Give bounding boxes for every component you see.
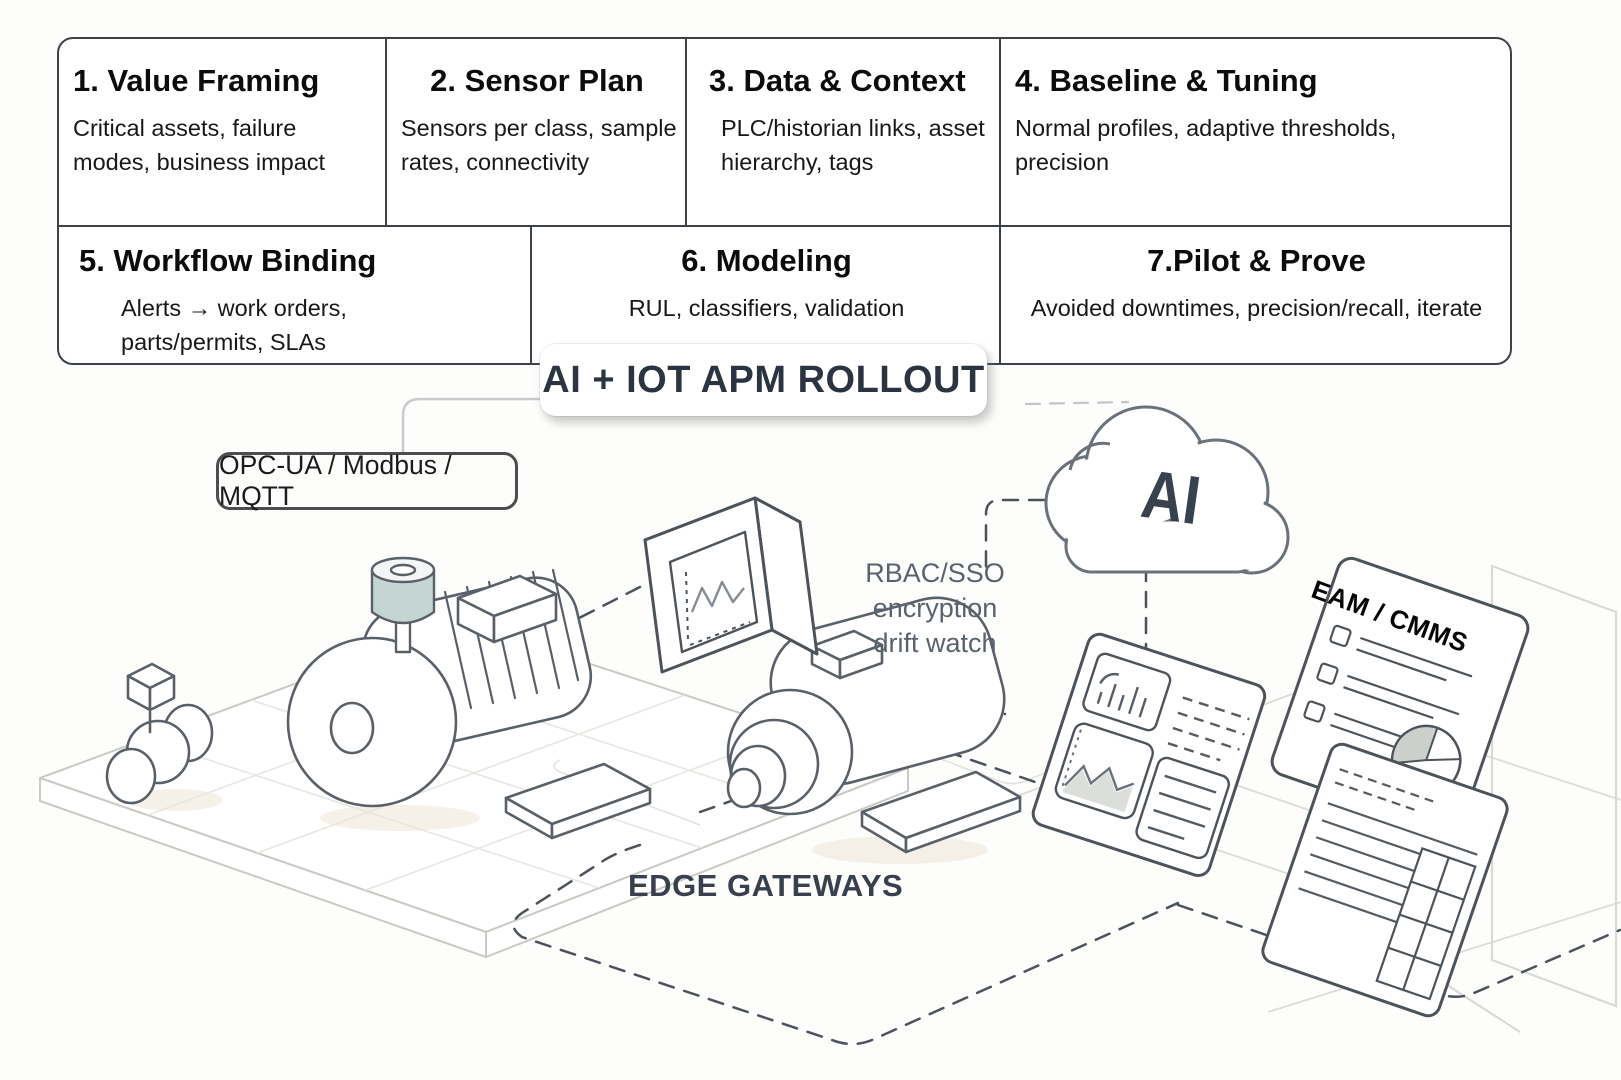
- document-table: [1375, 847, 1477, 1001]
- step-body: PLC/historian links, asset hierarchy, ta…: [721, 115, 985, 175]
- work-order-document: [1261, 742, 1509, 1018]
- security-note: RBAC/SSO encryption drift watch: [840, 556, 1030, 661]
- light-dashed-connector: [1024, 400, 1130, 406]
- rollout-banner-title: AI + IOT APM ROLLOUT: [542, 358, 985, 401]
- step-title: 7.Pilot & Prove: [1147, 243, 1366, 278]
- step-baseline-tuning: 4. Baseline & Tuning Normal profiles, ad…: [999, 39, 1510, 225]
- step-body: RUL, classifiers, validation: [628, 295, 905, 321]
- security-line-drift: drift watch: [873, 628, 997, 658]
- step-title: 5. Workflow Binding: [79, 243, 377, 278]
- step-modeling: 6. Modeling RUL, classifiers, validation: [530, 227, 999, 363]
- step-workflow-binding: 5. Workflow Binding Alerts → work orders…: [59, 227, 530, 363]
- pump-machine: [105, 662, 214, 805]
- step-title: 6. Modeling: [681, 243, 852, 278]
- step-body: Alerts → work orders, parts/permits, SLA…: [121, 295, 347, 355]
- factory-floor-platform: [39, 621, 909, 958]
- step-body: Critical assets, failure modes, business…: [73, 115, 326, 175]
- vibration-sensor: [370, 556, 436, 654]
- step-title: 4. Baseline & Tuning: [1015, 63, 1318, 98]
- banner-to-protocols-connector: [401, 397, 540, 452]
- dashboard-text-lines: [1167, 696, 1250, 762]
- step-body: Sensors per class, sample rates, connect…: [401, 115, 677, 175]
- process-steps-table: 1. Value Framing Critical assets, failur…: [57, 37, 1512, 365]
- cloud-ai-label: AI: [1136, 455, 1206, 540]
- motor-machine-right: [726, 596, 1022, 854]
- step-value-framing: 1. Value Framing Critical assets, failur…: [59, 39, 385, 225]
- step-title: 1. Value Framing: [73, 63, 320, 98]
- step-title: 2. Sensor Plan: [430, 63, 644, 98]
- steps-row-2: 5. Workflow Binding Alerts → work orders…: [59, 227, 1510, 363]
- mini-bar-chart: [1096, 683, 1147, 718]
- step-body: Normal profiles, adaptive thresholds, pr…: [1015, 115, 1397, 175]
- step-data-context: 3. Data & Context PLC/historian links, a…: [685, 39, 999, 225]
- analytics-dashboard-panel: [1031, 632, 1267, 877]
- protocols-label: OPC-UA / Modbus / MQTT: [216, 450, 518, 511]
- step-pilot-prove: 7.Pilot & Prove Avoided downtimes, preci…: [999, 227, 1510, 363]
- security-line-rbac: RBAC/SSO: [865, 558, 1005, 588]
- edge-gateway-device: [643, 496, 819, 674]
- ai-cloud: [1044, 405, 1290, 575]
- step-body: Avoided downtimes, precision/recall, ite…: [1030, 295, 1483, 321]
- protocols-text: OPC-UA / Modbus / MQTT: [219, 450, 452, 511]
- steps-row-1: 1. Value Framing Critical assets, failur…: [59, 39, 1510, 227]
- gateway-screen-waveform: [690, 580, 745, 613]
- edge-gateways-label: EDGE GATEWAYS: [628, 868, 904, 903]
- checklist: [1303, 624, 1473, 757]
- floor-shadows: [127, 789, 988, 864]
- step-sensor-plan: 2. Sensor Plan Sensors per class, sample…: [385, 39, 685, 225]
- security-line-encryption: encryption: [872, 593, 998, 623]
- rollout-banner: AI + IOT APM ROLLOUT: [540, 344, 987, 416]
- step-title: 3. Data & Context: [709, 63, 966, 98]
- mini-line-chart: [1064, 764, 1135, 792]
